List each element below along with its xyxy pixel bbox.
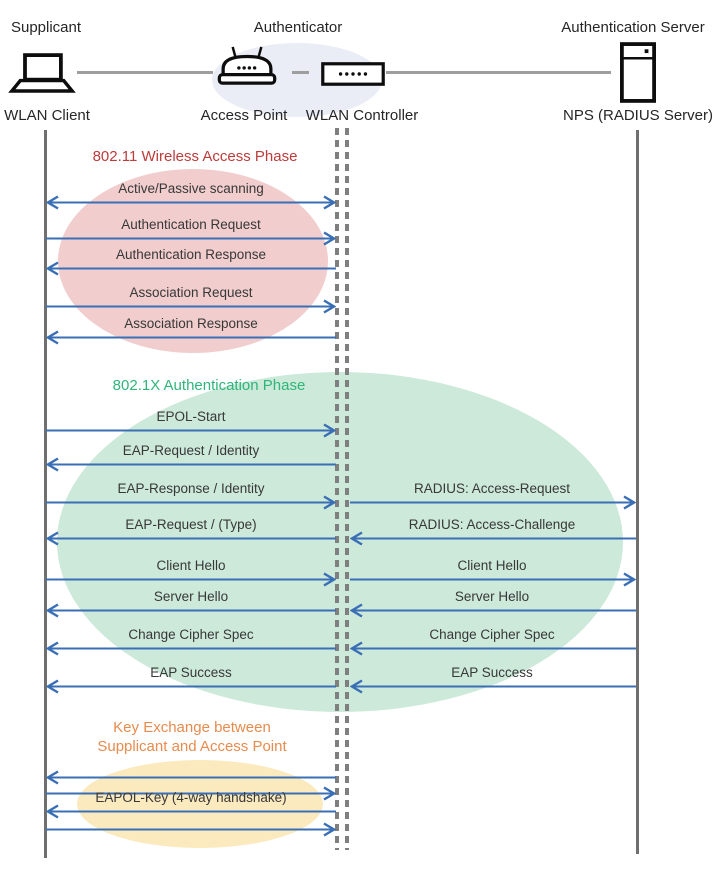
message-arrow-right [46,494,336,510]
message-label: Client Hello [457,558,527,573]
phase-title: 802.11 Wireless Access Phase [92,148,298,165]
message-arrow-left [46,260,336,276]
message-label: EAP Success [451,665,533,680]
phase-ellipse [57,372,623,712]
message-label: Association Response [124,316,258,331]
message-arrow-left [46,803,336,819]
message-arrow-left [46,678,336,694]
phase-ellipse [77,760,323,848]
role-authenticator: Authenticator [253,19,343,36]
message-label: Association Request [129,285,253,300]
message-arrow-left [350,530,636,546]
lifeline-access-point-dashed [335,128,339,850]
laptop-icon [8,52,76,96]
role-authentication-server: Authentication Server [561,19,705,36]
node-label-access-point: Access Point [200,107,288,124]
message-arrow-right [350,571,636,587]
message-label: Authentication Response [115,247,267,262]
message-label: EAPOL-Key (4-way handshake) [95,790,287,805]
message-arrow-right [46,571,336,587]
connector-controller-server [386,71,611,74]
phase-title: 802.1X Authentication Phase [112,377,306,394]
message-arrow-right [46,230,336,246]
lifeline-nps-server [636,130,639,854]
connector-client-ap [77,71,213,74]
message-label: Server Hello [153,589,229,604]
message-arrow-right [46,785,336,801]
message-arrow-both [46,194,336,210]
message-label: Change Cipher Spec [128,627,254,642]
access-point-icon [216,45,278,87]
message-label: EAP-Request / Identity [122,443,260,458]
message-arrow-left [46,329,336,345]
message-label: EAP-Response / Identity [117,481,265,496]
message-arrow-right [46,298,336,314]
lifeline-wlan-controller-dashed [345,128,349,850]
phase-ellipse [58,169,328,353]
node-label-nps-radius: NPS (RADIUS Server) [562,107,713,124]
message-label: EPOL-Start [156,409,226,424]
wlan-controller-icon [321,62,385,86]
message-label: Authentication Request [121,217,261,232]
node-label-wlan-controller: WLAN Controller [305,107,419,124]
message-label: Change Cipher Spec [429,627,555,642]
message-arrow-left [46,602,336,618]
message-arrow-left [46,530,336,546]
message-arrow-left [350,640,636,656]
lifeline-wlan-client [44,130,47,858]
message-label: Client Hello [156,558,226,573]
message-arrow-left [46,769,336,785]
message-arrow-right [46,821,336,837]
message-label: Active/Passive scanning [118,181,264,196]
message-arrow-left [350,602,636,618]
message-arrow-left [350,678,636,694]
message-label: RADIUS: Access-Challenge [408,517,576,532]
node-label-wlan-client: WLAN Client [4,107,90,124]
server-icon [620,42,656,103]
message-label: EAP Success [150,665,232,680]
message-arrow-left [46,640,336,656]
message-label: Server Hello [454,589,530,604]
message-label: RADIUS: Access-Request [413,481,571,496]
message-arrow-left [46,456,336,472]
message-arrow-right [46,422,336,438]
phase-title: Key Exchange between Supplicant and Acce… [97,719,287,755]
message-label: EAP-Request / (Type) [125,517,257,532]
message-arrow-right [350,494,636,510]
connector-ap-controller [292,71,309,74]
role-supplicant: Supplicant [10,19,82,36]
